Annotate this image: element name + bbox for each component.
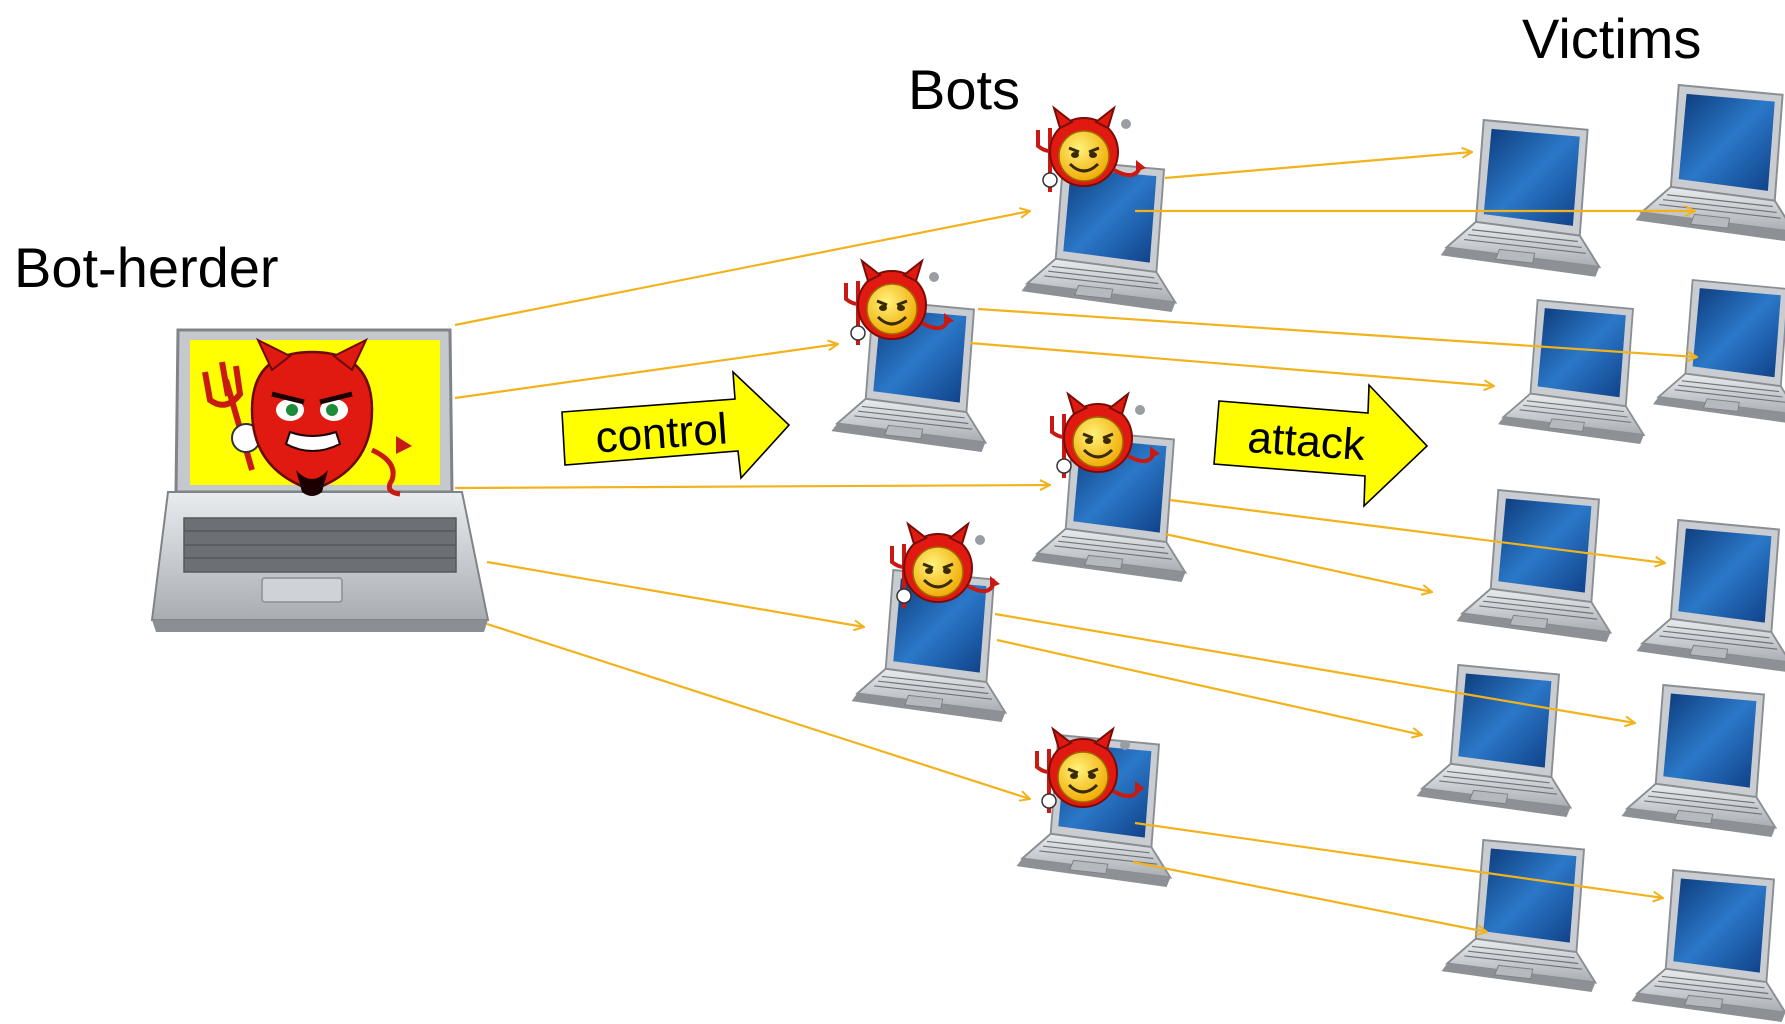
control-line — [454, 344, 838, 400]
laptop-icon — [1652, 279, 1785, 425]
laptop-icon — [1440, 839, 1597, 993]
bot-laptop — [1015, 727, 1172, 888]
bot-herder-label: Bot-herder — [14, 236, 279, 299]
attack-line — [1164, 532, 1432, 592]
attack-arrow-label: attack — [1246, 413, 1368, 470]
control-line — [486, 622, 1030, 799]
laptop-icon — [1635, 519, 1785, 673]
control-line — [454, 485, 1050, 488]
control-lines — [454, 211, 1050, 799]
attack-line — [994, 612, 1635, 723]
attack-lines — [969, 152, 1697, 932]
laptop-icon — [1497, 299, 1645, 445]
attack-line — [996, 638, 1422, 735]
bot-laptop — [1030, 392, 1187, 583]
attack-arrow: attack — [1213, 383, 1429, 508]
laptop-icon — [1630, 869, 1785, 1023]
victims-label: Victims — [1522, 7, 1702, 70]
attack-line — [969, 341, 1494, 386]
devil-icon — [202, 337, 412, 497]
laptop-icon — [1439, 119, 1601, 278]
attack-line — [977, 307, 1697, 357]
attack-line — [1134, 821, 1663, 898]
laptop-icon — [1620, 684, 1777, 838]
control-line — [486, 560, 864, 627]
control-line — [454, 211, 1030, 327]
bot-laptop — [850, 522, 1007, 723]
laptop-icon — [1415, 664, 1572, 818]
control-arrow: control — [561, 369, 791, 480]
attack-line — [1164, 152, 1472, 180]
bot-herder-laptop — [150, 328, 490, 632]
victims-group — [1415, 84, 1785, 1023]
control-arrow-label: control — [594, 404, 729, 462]
bots-label: Bots — [908, 58, 1021, 121]
laptop-icon — [1455, 489, 1612, 643]
laptop-icon — [1634, 84, 1785, 243]
bot-laptop — [830, 259, 987, 453]
attack-line — [1169, 498, 1665, 563]
bots-group — [830, 106, 1187, 888]
attack-line — [1132, 860, 1487, 932]
